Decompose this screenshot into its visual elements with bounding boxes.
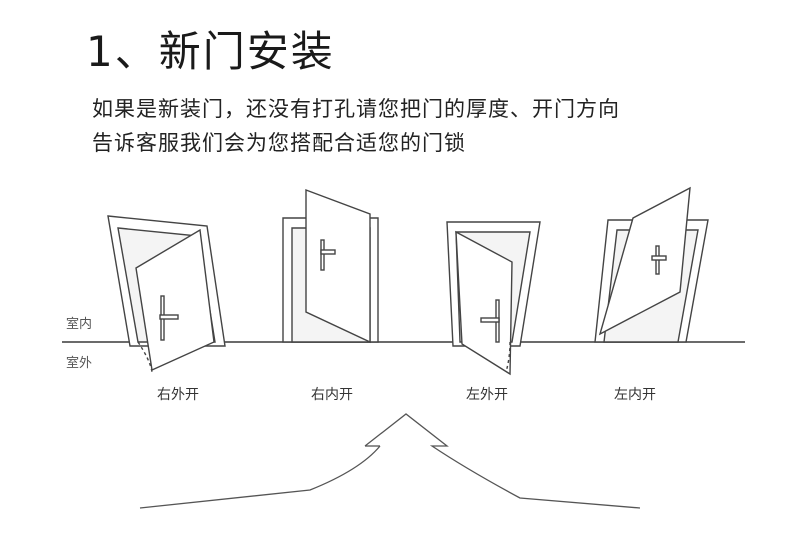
arrow-up-icon — [139, 413, 641, 509]
door-lever — [320, 249, 336, 255]
indoor-label: 室内 — [66, 317, 93, 332]
door-label-2: 右内开 — [311, 387, 353, 403]
outdoor-label: 室外 — [66, 356, 93, 371]
door-lever — [480, 317, 500, 323]
door-leaf — [305, 188, 371, 344]
door-right-inward — [282, 188, 379, 344]
section-title-text: 新门安装 — [158, 27, 335, 76]
swing-arc — [137, 341, 153, 373]
door-leaf — [135, 228, 215, 372]
door-handle — [320, 239, 325, 271]
door-label-4: 左内开 — [614, 387, 656, 403]
description-line-2: 告诉客服我们会为您搭配合适您的门锁 — [92, 131, 466, 155]
description-line-1: 如果是新装门，还没有打孔请您把门的厚度、开门方向 — [92, 97, 620, 121]
swing-arc — [505, 341, 511, 373]
section-title: 1、新门安装 — [86, 18, 335, 79]
door-label-1: 右外开 — [157, 387, 199, 403]
door-right-outward — [107, 215, 226, 373]
door-left-inward — [594, 186, 709, 343]
door-left-outward — [446, 221, 541, 376]
description: 如果是新装门，还没有打孔请您把门的厚度、开门方向 告诉客服我们会为您搭配合适您的… — [92, 92, 620, 160]
door-lever — [651, 255, 667, 261]
door-lever — [159, 314, 179, 320]
section-number: 1、 — [86, 27, 159, 76]
door-leaf — [598, 186, 691, 336]
door-label-3: 左外开 — [466, 387, 508, 403]
